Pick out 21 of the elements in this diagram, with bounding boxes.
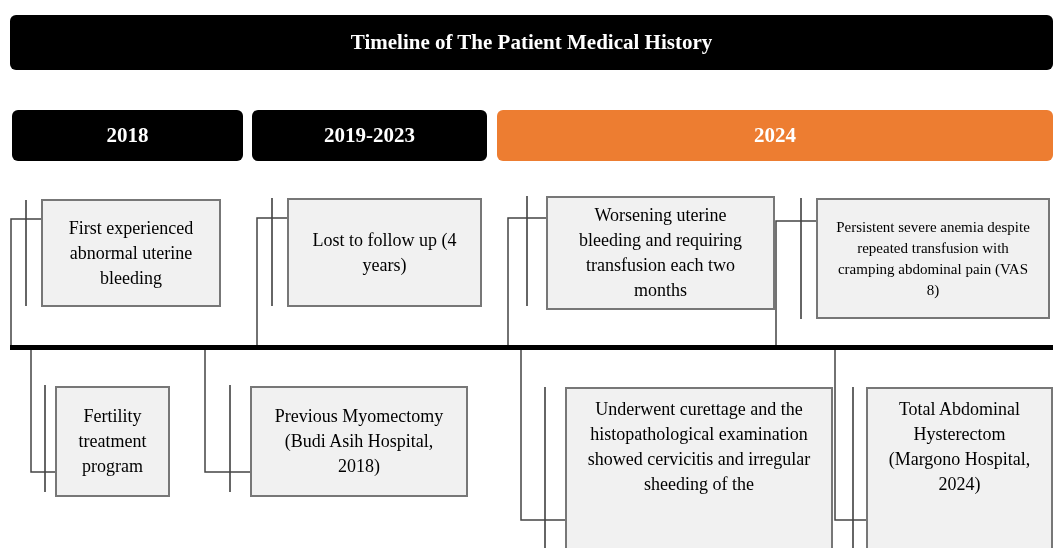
connector-line xyxy=(834,349,867,521)
year-header: 2024 xyxy=(497,110,1053,161)
connector-line xyxy=(507,217,547,346)
connector-line xyxy=(30,349,56,473)
connector-line xyxy=(775,220,817,346)
event-box: Previous Myomectomy (Budi Asih Hospital, 2018) xyxy=(250,386,468,497)
connector-line xyxy=(204,349,251,473)
year-header: 2018 xyxy=(12,110,243,161)
event-box: Worsening uterine bleeding and requiring transfusion each two months xyxy=(546,196,775,310)
event-box: Underwent curettage and the histopathological examination showed cervicitis and irregular sheeding of the xyxy=(565,387,833,548)
event-box: Lost to follow up (4 years) xyxy=(287,198,482,307)
connector-line xyxy=(10,218,42,346)
event-box: Total Abdominal Hysterectom (Margono Hospital, 2024) xyxy=(866,387,1053,548)
year-header: 2019-2023 xyxy=(252,110,487,161)
event-box: Fertility treatment program xyxy=(55,386,170,497)
connector-line xyxy=(256,217,288,346)
title-banner: Timeline of The Patient Medical History xyxy=(10,15,1053,70)
timeline-bar xyxy=(10,345,1053,350)
event-box: Persistent severe anemia despite repeated transfusion with cramping abdominal pain (VAS 8) xyxy=(816,198,1050,319)
event-box: First experienced abnormal uterine bleeding xyxy=(41,199,221,307)
connector-line xyxy=(520,349,566,521)
